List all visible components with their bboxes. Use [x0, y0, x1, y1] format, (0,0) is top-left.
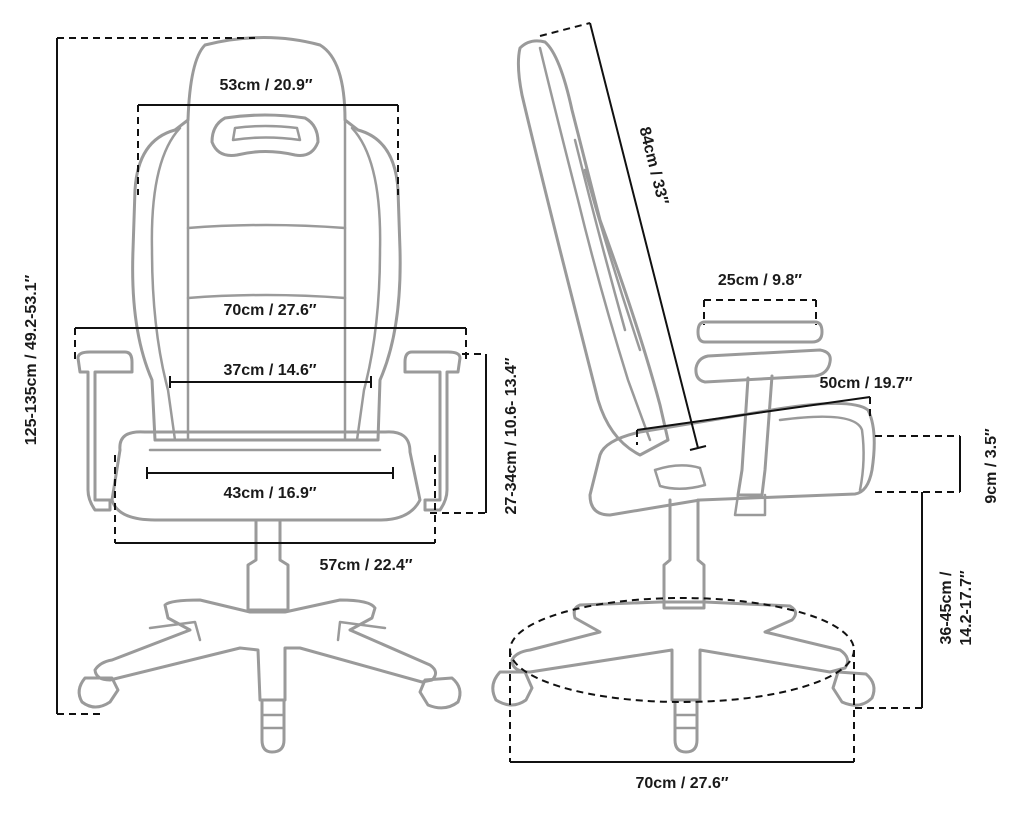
- label-headrest-width: 53cm / 20.9″: [219, 77, 312, 94]
- front-gas-cylinder: [246, 518, 290, 612]
- front-left-armrest: [76, 350, 134, 512]
- side-mechanism: [653, 464, 707, 490]
- side-backrest-stitch-2: [573, 138, 627, 332]
- front-dimensions: [56, 37, 487, 715]
- side-dimensions: [509, 22, 961, 763]
- dimension-labels: 53cm / 20.9″ 70cm / 27.6″ 37cm / 14.6″ 4…: [23, 77, 1000, 792]
- label-seat-thickness: 9cm / 3.5″: [983, 428, 1000, 504]
- front-caster-left: [77, 676, 120, 709]
- front-headrest-pillow: [210, 113, 320, 157]
- side-backrest: [516, 39, 670, 457]
- side-seat-edge: [778, 415, 865, 492]
- side-caster-center: [673, 698, 699, 754]
- front-chair-outline: [76, 36, 462, 754]
- front-right-wing: [350, 126, 382, 442]
- label-seat-height-1: 36-45cm /: [938, 571, 955, 644]
- label-armrest-length: 25cm / 9.8″: [718, 272, 803, 289]
- label-seat-height-2: 14.2-17.7″: [958, 570, 975, 646]
- backrest-width-line: [169, 376, 372, 388]
- front-headrest-slot: [231, 124, 302, 142]
- front-panel-line-2: [186, 293, 347, 300]
- label-armrest-height: 27-34cm / 10.6- 13.4″: [503, 357, 520, 514]
- front-panel-line-1: [186, 223, 347, 230]
- label-seat-outer-width: 57cm / 22.4″: [319, 557, 412, 574]
- backrest-height-line: [589, 22, 707, 451]
- base-diameter-ellipse: [509, 597, 855, 703]
- label-seat-depth: 50cm / 19.7″: [819, 375, 912, 392]
- front-star-base: [93, 598, 437, 702]
- side-chair-outline: [491, 39, 876, 754]
- front-caster-center-axle: [260, 713, 286, 730]
- side-armrest-post: [736, 374, 774, 497]
- label-backrest-height: 84cm / 33″: [635, 125, 671, 207]
- front-seat: [110, 430, 422, 522]
- seat-width-line: [146, 467, 394, 479]
- label-base-diameter: 70cm / 27.6″: [635, 775, 728, 792]
- side-armrest-bracket: [733, 493, 767, 517]
- side-armrest-pad: [694, 348, 832, 384]
- front-caster-right: [418, 676, 462, 710]
- side-backrest-stitch-1: [538, 46, 652, 442]
- backrest-height-top: [539, 22, 591, 37]
- front-backrest: [131, 36, 402, 442]
- side-caster-center-axle: [673, 713, 699, 730]
- label-armrest-width: 70cm / 27.6″: [223, 302, 316, 319]
- label-seat-width: 43cm / 16.9″: [223, 485, 316, 502]
- front-left-wing: [150, 126, 182, 442]
- side-gas-cylinder: [662, 498, 706, 610]
- side-star-base: [510, 600, 850, 702]
- side-armrest-top: [696, 320, 824, 344]
- label-backrest-width: 37cm / 14.6″: [223, 362, 316, 379]
- side-backrest-stitch-3: [583, 168, 642, 352]
- front-right-armrest: [403, 350, 462, 512]
- seat-depth-line: [636, 396, 871, 431]
- side-seat: [588, 401, 876, 517]
- front-caster-center: [260, 698, 286, 754]
- armrest-length-line: [703, 299, 817, 325]
- side-caster-right: [831, 670, 876, 707]
- side-caster-left: [491, 670, 534, 707]
- front-base-spoke-right: [336, 620, 387, 642]
- front-base-spoke-left: [148, 620, 202, 642]
- label-total-height: 125-135cm / 49.2-53.1″: [23, 274, 40, 445]
